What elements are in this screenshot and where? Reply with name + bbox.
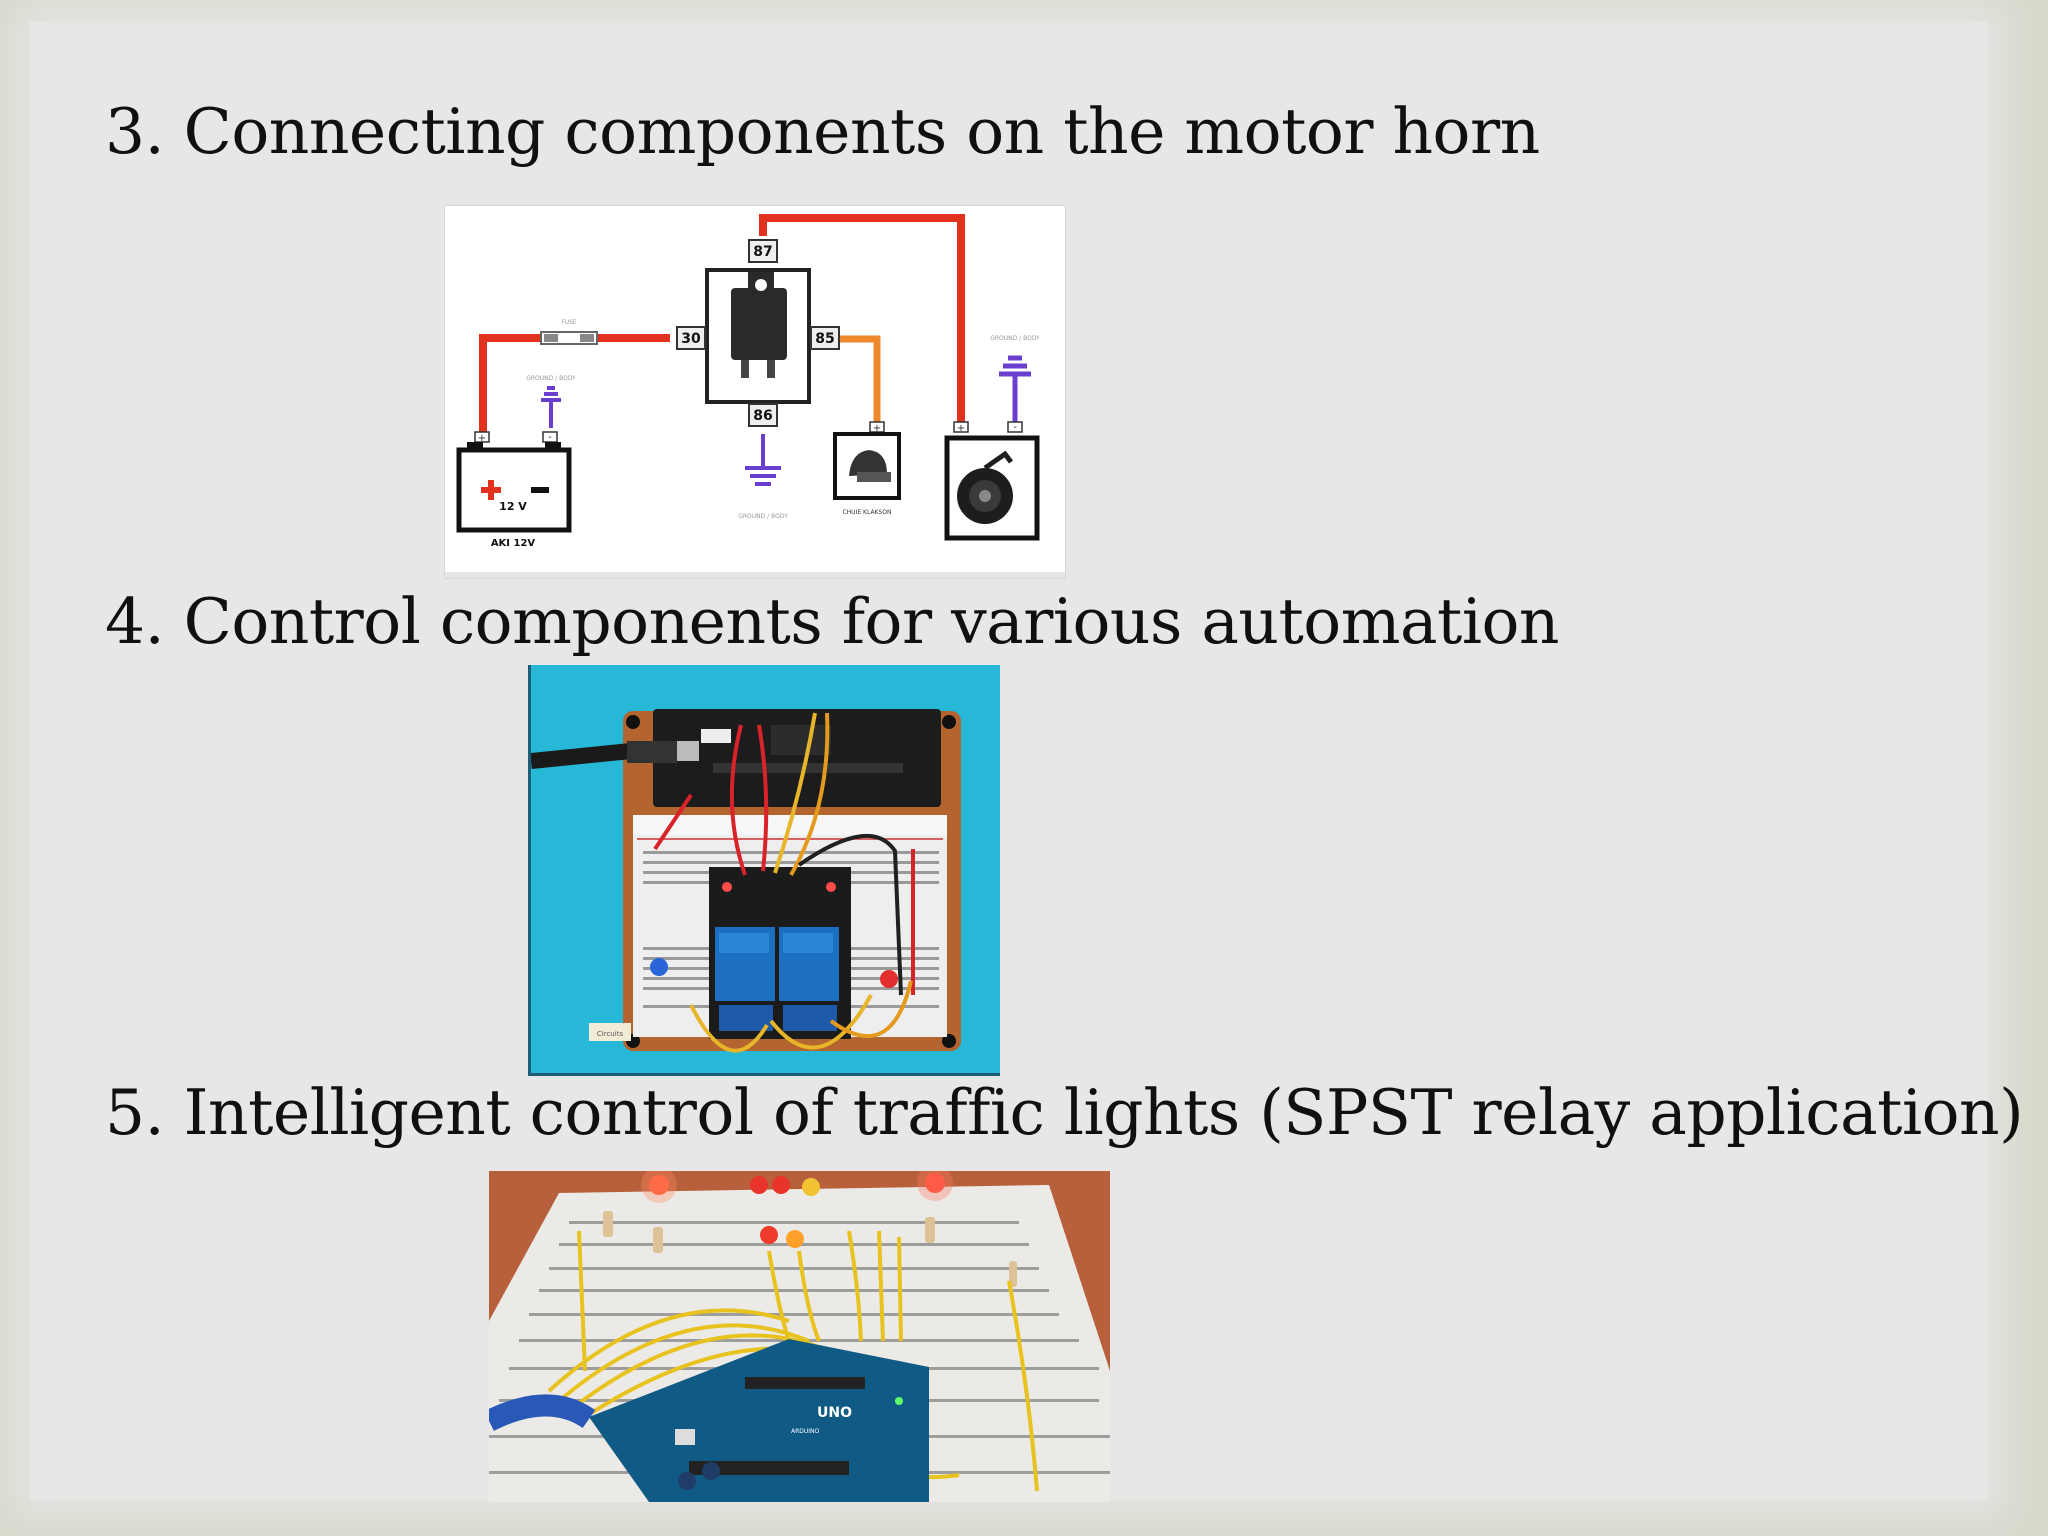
red-wire-87-to-horn: [759, 214, 965, 428]
svg-text:Circuits: Circuits: [597, 1030, 624, 1038]
slide-heading-3: 3. Connecting components on the motor ho…: [105, 95, 1540, 168]
relay-icon: [705, 268, 811, 404]
svg-text:12 V: 12 V: [499, 500, 527, 513]
arduino-brand-label: ARDUINO: [791, 1428, 820, 1435]
ground-symbol-relay: GROUND / BODY: [738, 434, 788, 520]
ground-symbol-battery: GROUND / BODY: [526, 375, 576, 428]
relay-module: [709, 867, 851, 1039]
svg-text:GROUND / BODY: GROUND / BODY: [526, 375, 576, 382]
svg-text:87: 87: [753, 244, 772, 260]
svg-text:86: 86: [753, 408, 772, 424]
relay-pin-87: 87: [748, 239, 778, 263]
battery-icon: + - 12 V AKI 12V: [456, 431, 572, 549]
red-wire-battery-to-30: [479, 334, 670, 436]
sticker: Circuits: [589, 1023, 631, 1041]
led-red: [880, 970, 898, 988]
traffic-light-arduino-photo: UNO ARDUINO: [489, 1171, 1110, 1502]
slide-heading-5: 5. Intelligent control of traffic lights…: [105, 1076, 2024, 1149]
fuse-icon: FUSE: [540, 319, 598, 345]
motor-horn-wiring-diagram: FUSE 87 30 85 86 GROU: [444, 205, 1066, 579]
usb-cable: [489, 1394, 596, 1431]
svg-text:AKI 12V: AKI 12V: [491, 538, 536, 549]
ground-symbol-horn: GROUND / BODY: [990, 335, 1040, 422]
horn-switch-icon: + CHUIE KLAKSON: [833, 421, 901, 516]
relay-pin-86: 86: [748, 403, 778, 427]
orange-wire-85-to-switch: [805, 335, 881, 428]
svg-text:30: 30: [681, 331, 701, 347]
slide-heading-4: 4. Control components for various automa…: [105, 585, 1560, 658]
svg-text:-: -: [548, 432, 552, 443]
microcontroller-board: [653, 709, 941, 807]
led-blue: [650, 958, 668, 976]
svg-text:CHUIE KLAKSON: CHUIE KLAKSON: [842, 509, 891, 516]
svg-text:-: -: [1013, 422, 1017, 433]
jumper-wires: [653, 712, 915, 1053]
arduino-uno-label: UNO: [817, 1405, 852, 1421]
jumper-wires: [547, 1230, 1039, 1492]
svg-text:GROUND / BODY: GROUND / BODY: [990, 335, 1040, 342]
svg-text:+: +: [957, 423, 965, 434]
arduino-board: UNO ARDUINO: [589, 1339, 929, 1502]
horn-icon: + -: [944, 421, 1040, 541]
svg-text:85: 85: [815, 331, 834, 347]
svg-text:+: +: [873, 423, 881, 434]
svg-text:+: +: [478, 433, 486, 444]
traffic-leds: [641, 1171, 953, 1248]
fuse-label: FUSE: [561, 319, 577, 326]
svg-text:GROUND / BODY: GROUND / BODY: [738, 513, 788, 520]
resistors: [603, 1211, 1017, 1287]
relay-pin-30: 30: [676, 326, 706, 350]
relay-pin-85: 85: [810, 326, 840, 350]
usb-cable: [531, 741, 677, 769]
automation-relay-photo: Circuits: [528, 665, 1000, 1076]
